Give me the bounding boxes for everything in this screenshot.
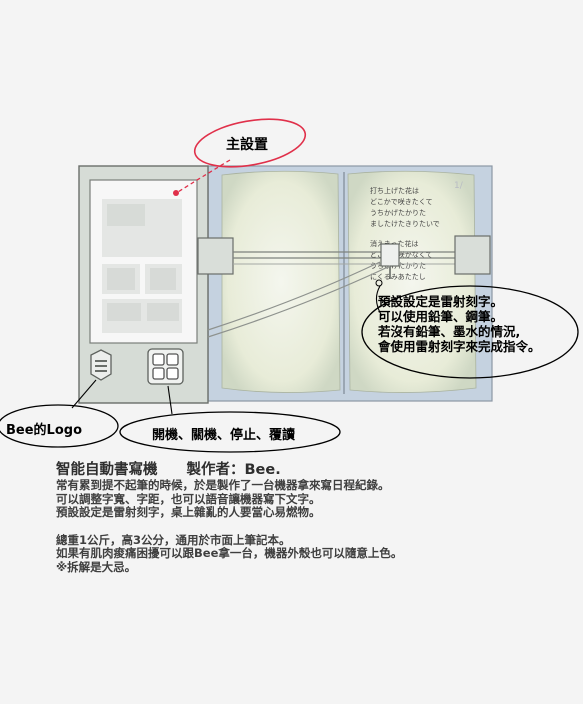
default-setting-line: 若沒有鉛筆、墨水的情況, — [378, 324, 521, 339]
svg-text:ましたけたきりたいで: ましたけたきりたいで — [370, 220, 440, 228]
caption-line: 可以調整字寬、字距，也可以語音讓機器寫下文字。 — [56, 491, 321, 506]
caption-line: ※拆解是大忌。 — [56, 559, 137, 574]
svg-text:にくるみあたたし: にくるみあたたし — [370, 273, 426, 281]
writing-arm — [197, 235, 491, 338]
default-setting-bubble — [361, 285, 579, 379]
main-device-label: 主設置 — [226, 137, 268, 153]
caption-line: 常有累到提不起筆的時候，於是製作了一台機器拿來寫日程紀錄。 — [56, 478, 390, 492]
bee-logo-icon — [90, 349, 112, 381]
buttons-bubble — [119, 411, 341, 453]
caption-title: 智能自動書寫機 製作者：Bee. — [56, 462, 281, 478]
description-caption: 智能自動書寫機 製作者：Bee. 常有累到提不起筆的時候，於是製作了一台機器拿來… — [56, 462, 402, 574]
logo-bubble — [0, 404, 119, 448]
main-device-highlight-ring — [193, 118, 307, 168]
notebook-right-page — [347, 170, 477, 393]
callout-shapes — [0, 118, 579, 453]
main-device — [78, 165, 209, 404]
caption-line: 總重1公斤，高3公分，通用於市面上筆記本。 — [56, 532, 291, 547]
default-setting-line: 預設設定是雷射刻字。 — [378, 294, 504, 309]
four-button-pad-icon — [147, 348, 184, 385]
caption-line: 如果有肌肉痠痛困擾可以跟Bee拿一台，機器外殼也可以隨意上色。 — [56, 546, 403, 560]
notebook-left-page — [221, 170, 341, 393]
svg-text:どこかで咲きたくて: どこかで咲きたくて — [370, 197, 433, 206]
svg-text:打ち上げた花は: 打ち上げた花は — [370, 186, 419, 195]
default-setting-line: 會使用雷射刻字來完成指令。 — [378, 339, 541, 354]
caption-line: 預設設定是雷射刻字，桌上雜亂的人要當心易燃物。 — [56, 505, 321, 519]
default-setting-line: 可以使用鉛筆、鋼筆。 — [378, 309, 504, 324]
logo-label: Bee的Logo — [6, 423, 82, 438]
buttons-label: 開機、關機、停止、覆讀 — [152, 428, 296, 443]
svg-text:1/: 1/ — [454, 181, 464, 191]
default-setting-label: 預設設定是雷射刻字。 可以使用鉛筆、鋼筆。 若沒有鉛筆、墨水的情況, 會使用雷射… — [378, 294, 541, 354]
svg-text:うちかげたかりた: うちかげたかりた — [370, 208, 426, 217]
notebook: 1/ — [207, 165, 493, 402]
svg-text:どこにも咲かなくて: どこにも咲かなくて — [370, 250, 433, 259]
